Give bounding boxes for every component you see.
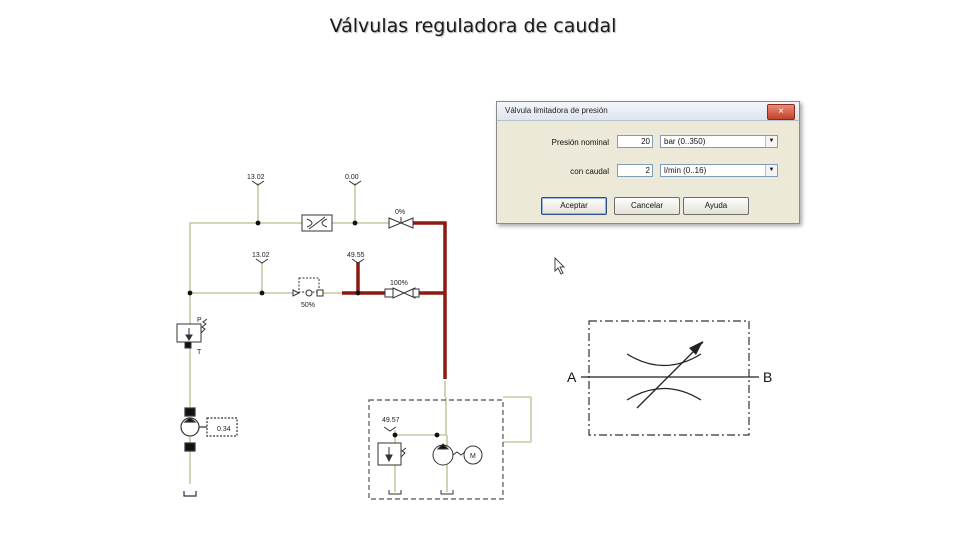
nominal-pressure-unit-select[interactable]: bar (0..350) ▼ xyxy=(660,135,778,148)
chevron-down-icon[interactable]: ▼ xyxy=(765,165,777,176)
mouse-cursor-icon xyxy=(554,257,566,275)
dialog-title: Válvula limitadora de presión xyxy=(505,106,608,115)
shutoff-valve-top xyxy=(388,217,414,229)
accept-button[interactable]: Aceptar xyxy=(541,197,607,215)
flow-unit: l/min (0..16) xyxy=(664,166,707,175)
port-a-label: A xyxy=(567,369,577,385)
junction-dots xyxy=(187,220,440,438)
flow-row: con caudal 2 l/min (0..16) ▼ xyxy=(497,164,799,180)
valve-mid-percent: 100% xyxy=(390,280,408,287)
dialog-titlebar[interactable]: Válvula limitadora de presión × xyxy=(497,102,799,121)
chevron-down-icon[interactable]: ▼ xyxy=(765,136,777,147)
throttle-setting: 50% xyxy=(301,302,315,309)
pressure-relief-dialog[interactable]: Válvula limitadora de presión × Presión … xyxy=(496,101,800,224)
gauge-value-4: 49.55 xyxy=(347,252,365,259)
nominal-pressure-unit: bar (0..350) xyxy=(664,137,706,146)
tank-left xyxy=(183,491,197,497)
gauge-value-5: 49.57 xyxy=(382,417,400,424)
gauge-value-6: 0.34 xyxy=(217,426,231,433)
nominal-pressure-label: Presión nominal xyxy=(551,138,609,147)
pressurized-lines xyxy=(342,221,447,379)
throttle-valve-top xyxy=(301,214,333,232)
motor-label: M xyxy=(470,453,476,460)
gauge-value-2: 0.00 xyxy=(345,174,359,181)
throttle-check-valve xyxy=(292,277,324,297)
gauge-value-3: 13.02 xyxy=(252,252,270,259)
port-b-label: B xyxy=(763,369,772,385)
flow-input[interactable]: 2 xyxy=(617,164,653,177)
flow-label: con caudal xyxy=(570,167,609,176)
slide-title: Válvulas reguladora de caudal xyxy=(329,15,617,37)
pump-left xyxy=(180,407,238,452)
close-icon[interactable]: × xyxy=(767,104,795,120)
flow-control-valve-symbol: A B xyxy=(567,320,772,436)
circuit-drawing: 13.02 0.00 13.02 49.55 49.57 0.34 0% 100… xyxy=(176,174,532,500)
tank-power-unit xyxy=(388,490,454,495)
cancel-button[interactable]: Cancelar xyxy=(614,197,680,215)
flow-unit-select[interactable]: l/min (0..16) ▼ xyxy=(660,164,778,177)
help-button[interactable]: Ayuda xyxy=(683,197,749,215)
power-unit-box xyxy=(368,399,504,500)
valve-top-percent: 0% xyxy=(395,209,405,216)
relief-valve-left xyxy=(176,318,208,349)
relief-port-p: P xyxy=(197,317,202,324)
shutoff-valve-mid xyxy=(384,287,420,299)
nominal-pressure-row: Presión nominal 20 bar (0..350) ▼ xyxy=(497,135,799,151)
gauge-value-1: 13.02 xyxy=(247,174,265,181)
nominal-pressure-input[interactable]: 20 xyxy=(617,135,653,148)
hydraulic-lines xyxy=(189,183,532,492)
gauge-symbols xyxy=(251,180,397,432)
power-unit-internals xyxy=(377,442,483,466)
relief-port-t: T xyxy=(197,349,202,356)
